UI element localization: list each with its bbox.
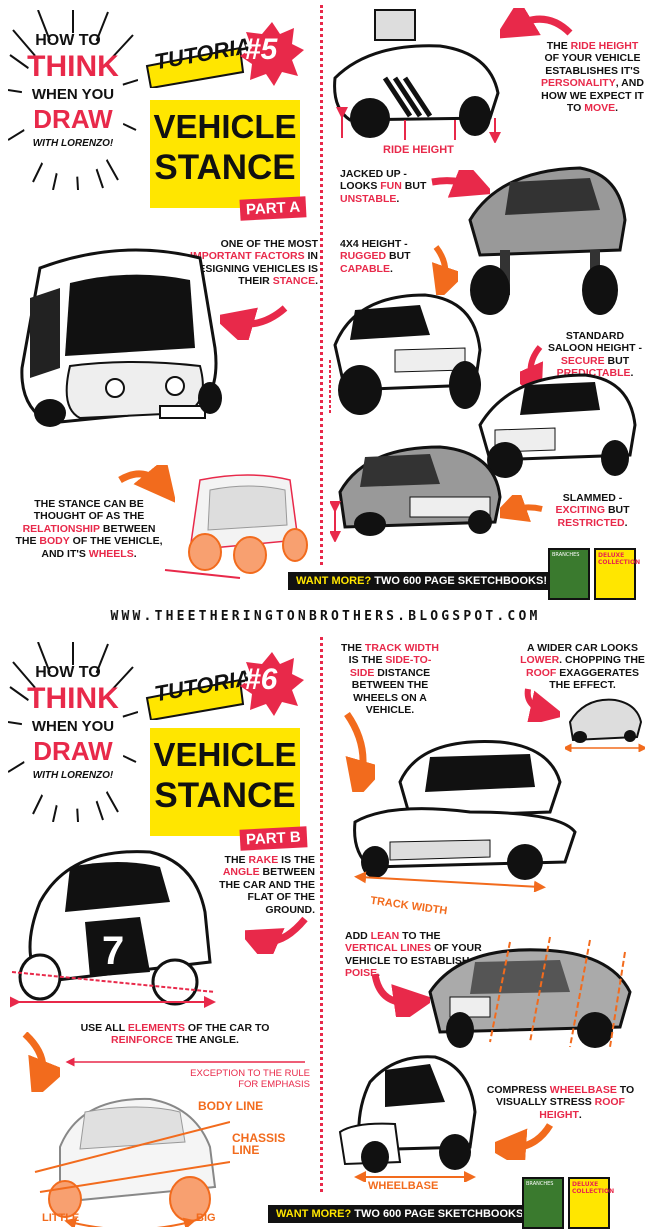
body-line-car-drawing xyxy=(34,1097,230,1227)
arrow-left-icon xyxy=(495,1123,554,1160)
title-line-2: STANCE xyxy=(154,148,296,187)
compress-caption: COMPRESS WHEELBASE TO VISUALLY STRESS RO… xyxy=(486,1084,635,1121)
title-line-1: VEHICLE xyxy=(153,108,297,145)
saloon-caption: STANDARD SALOON HEIGHT - SECURE BUT PRED… xyxy=(548,330,642,380)
title-line-1: VEHICLE xyxy=(153,736,297,773)
lean-car-drawing xyxy=(428,936,632,1048)
lean-caption: ADD LEAN TO THE VERTICAL LINES OF YOUR V… xyxy=(345,930,482,980)
relationship-caption: THE STANCE CAN BE THOUGHT OF AS THE RELA… xyxy=(15,498,163,560)
brand-logo: HOW TO THINK WHEN YOU DRAW WITH LORENZO! xyxy=(8,642,138,822)
arrow-right-icon xyxy=(118,465,175,504)
svg-text:7: 7 xyxy=(102,929,124,973)
brand-line-1: HOW TO xyxy=(35,32,101,49)
slammed-car-drawing xyxy=(330,445,502,542)
arrow-curve-icon xyxy=(500,8,573,39)
arrow-down-icon xyxy=(344,712,375,792)
arrow-left-icon xyxy=(500,495,543,522)
brand-line-5: WITH LORENZO! xyxy=(32,770,114,781)
part-label: PART A xyxy=(239,196,307,221)
little-label: LITTLE xyxy=(42,1212,80,1224)
tutorial-ribbon-icon xyxy=(145,678,245,720)
intro-caption: ONE OF THE MOST IMPORTANT FACTORS IN DES… xyxy=(190,238,318,288)
elements-caption: USE ALL ELEMENTS OF THE CAR TO REINFORCE… xyxy=(80,1022,270,1047)
title-box xyxy=(150,728,300,836)
brand-line-1: HOW TO xyxy=(35,664,101,681)
tutorial-5-panel: HOW TO THINK WHEN YOU DRAW WITH LORENZO!… xyxy=(0,0,651,600)
burst-icon xyxy=(8,10,138,190)
tutorial-number: #5 xyxy=(244,33,278,66)
tutorial-6-panel: HOW TO THINK WHEN YOU DRAW WITH LORENZO!… xyxy=(0,632,651,1229)
ride-height-caption: THE RIDE HEIGHT OF YOUR VEHICLE ESTABLIS… xyxy=(541,40,644,114)
sketchbook-cover-2[interactable]: DELUXE COLLECTION xyxy=(594,548,640,600)
citroen-car-drawing xyxy=(20,248,222,427)
arrow-right-icon xyxy=(371,973,430,1017)
rake-car-drawing: 7 xyxy=(10,850,216,1008)
slammed-caption: SLAMMED - EXCITING BUT RESTRICTED. xyxy=(555,492,630,529)
tutorial-ribbon-icon xyxy=(145,46,245,88)
tutorial-number: #6 xyxy=(244,663,278,696)
blog-url[interactable]: WWW.THEETHERINGTONBROTHERS.BLOGSPOT.COM xyxy=(110,609,541,624)
4x4-car-drawing xyxy=(329,293,482,415)
jacked-caption: JACKED UP - LOOKS FUN BUT UNSTABLE. xyxy=(340,168,427,205)
sketchbook-cover-1[interactable]: BRANCHES xyxy=(522,1177,564,1229)
rake-caption: THE RAKE IS THE ANGLE BETWEEN THE CAR AN… xyxy=(219,854,315,916)
exception-caption: EXCEPTION TO THE RULE FOR EMPHASIS xyxy=(190,1068,310,1091)
saloon-car-drawing xyxy=(478,373,637,478)
title-line-2: STANCE xyxy=(154,776,296,815)
wider-caption: A WIDER CAR LOOKS LOWER. CHOPPING THE RO… xyxy=(520,642,645,692)
chopped-car-drawing xyxy=(565,698,645,752)
brand-line-3: WHEN YOU xyxy=(31,718,115,735)
arrow-left-icon xyxy=(245,916,308,954)
chassis-line-label: CHASSIS LINE xyxy=(232,1131,286,1157)
4x4-caption: 4X4 HEIGHT - RUGGED BUT CAPABLE. xyxy=(340,238,411,275)
hotrod-car-drawing xyxy=(333,9,505,143)
sketchbook-cover-2[interactable]: DELUXE COLLECTION xyxy=(568,1177,614,1229)
track-caption: THE TRACK WIDTH IS THE SIDE-TO-SIDE DIST… xyxy=(341,642,439,716)
track-width-label: TRACK WIDTH xyxy=(369,894,449,918)
big-label: BIG xyxy=(196,1212,216,1224)
arrow-down-icon xyxy=(22,1032,60,1092)
brand-line-5: WITH LORENZO! xyxy=(32,138,114,149)
jacked-car-drawing xyxy=(468,166,627,315)
brand-line-3: WHEN YOU xyxy=(31,86,115,103)
burst-icon xyxy=(8,642,138,822)
brand-line-4: DRAW xyxy=(33,104,113,134)
number-burst-icon xyxy=(240,652,304,716)
part-label: PART B xyxy=(239,826,308,851)
center-divider xyxy=(320,637,323,1192)
title-box xyxy=(150,100,300,208)
brand-logo: HOW TO THINK WHEN YOU DRAW WITH LORENZO! xyxy=(8,10,138,190)
center-divider xyxy=(320,5,323,565)
brand-line-2: THINK xyxy=(27,50,119,83)
sketchbook-cover-1[interactable]: BRANCHES xyxy=(548,548,590,600)
want-more-banner[interactable]: WANT MORE? TWO 600 PAGE SKETCHBOOKS! xyxy=(288,572,555,590)
want-more-banner[interactable]: WANT MORE? TWO 600 PAGE SKETCHBOOKS! xyxy=(268,1205,535,1223)
ride-height-label: RIDE HEIGHT xyxy=(383,144,454,156)
body-line-label: BODY LINE xyxy=(198,1099,264,1113)
number-burst-icon xyxy=(240,22,304,86)
arrow-down-icon xyxy=(524,688,560,722)
arrow-left-icon xyxy=(220,305,288,340)
brand-line-4: DRAW xyxy=(33,736,113,766)
brand-line-2: THINK xyxy=(27,682,119,715)
arrow-down-icon xyxy=(431,245,458,295)
arrow-right-icon xyxy=(431,170,490,198)
wheelbase-car-drawing xyxy=(338,1055,477,1182)
track-width-car-drawing xyxy=(353,740,577,892)
wheelbase-label: WHEELBASE xyxy=(368,1180,439,1192)
stance-diagram-car xyxy=(164,474,308,579)
exception-arrow xyxy=(65,1057,305,1067)
